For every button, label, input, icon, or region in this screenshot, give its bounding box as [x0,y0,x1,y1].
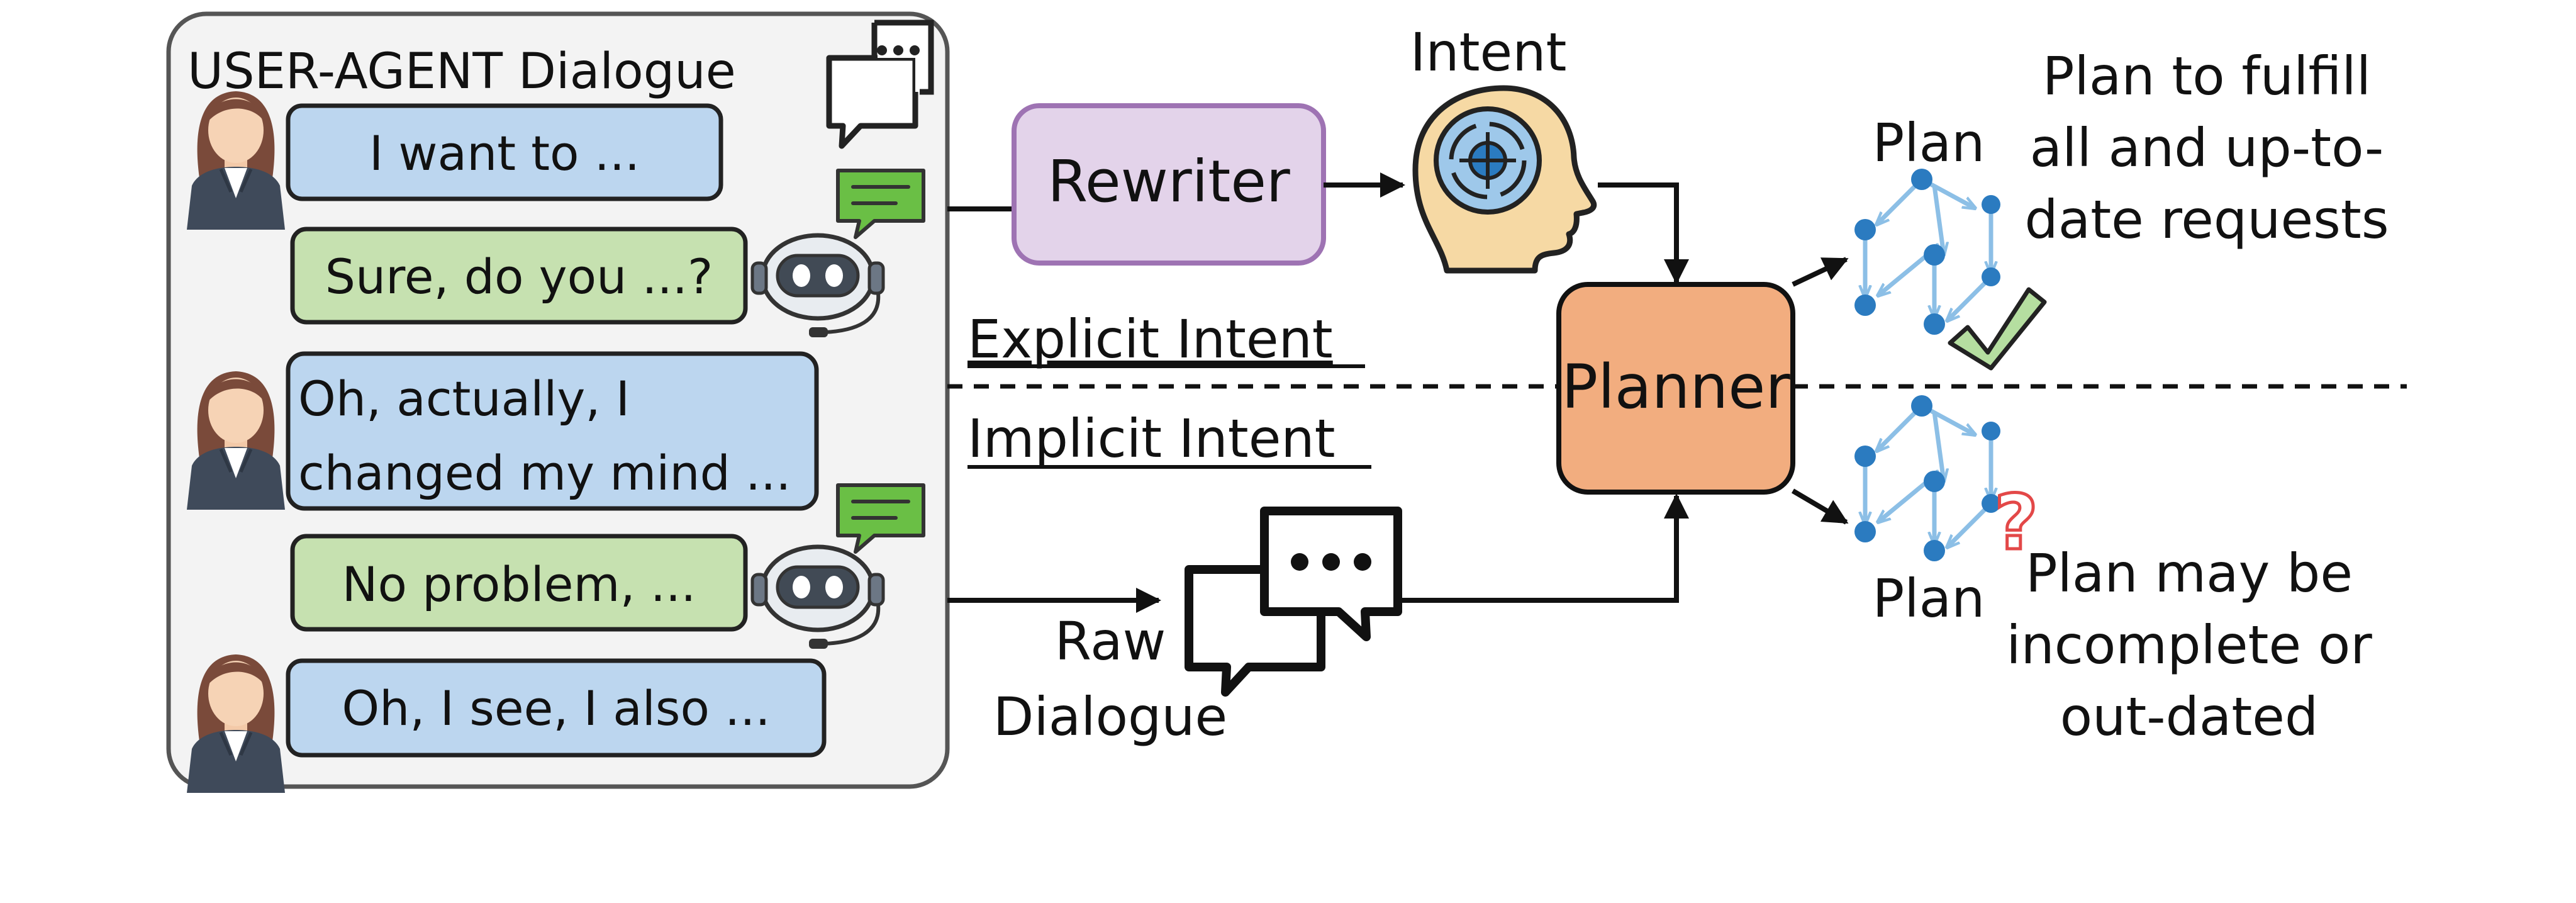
bad-plan-text-line-1: Plan may be [2026,542,2353,604]
bad-plan-text-line-2: incomplete or [2006,614,2372,676]
user-message-2-line-2: changed my mind ... [298,445,791,501]
implicit-intent-label: Implicit Intent [967,408,1335,469]
good-plan-text-line-3: date requests [2024,189,2389,250]
plan-graph-icon [1854,395,2000,561]
user-message-bubble [286,103,723,201]
planner-to-bad-plan-arrow [1791,488,1849,525]
dialogue-title: USER-AGENT Dialogue [187,43,736,100]
raw-to-planner-arrow [1400,493,1689,603]
agent-message-2: No problem, ... [342,556,696,612]
intent-label: Intent [1410,21,1567,83]
user-message-1: I want to ... [369,125,640,181]
raw-dialogue-chat-icon [1185,507,1402,697]
plan-bottom-label: Plan [1873,568,1985,629]
user-message-3: Oh, I see, I also ... [342,680,770,736]
plan-graph-icon [1854,169,2000,335]
question-mark-icon: ? [1993,478,2040,569]
check-mark-icon [1948,287,2047,371]
user-message-bubble [286,658,827,758]
head-target-icon [1412,85,1597,274]
bad-plan-text-line-3: out-dated [2060,686,2319,748]
raw-dialogue-label-line-2: Dialogue [993,686,1227,748]
explicit-intent-label: Explicit Intent [967,308,1333,370]
plan-top-label: Plan [1873,112,1985,174]
agent-message-1: Sure, do you ...? [325,249,713,305]
planner-to-good-plan-arrow [1792,257,1849,287]
good-plan-text-line-2: all and up-to- [2030,117,2384,179]
planner-box [1556,282,1795,495]
user-message-bubble [286,351,819,511]
rewriter-label: Rewriter [1047,148,1290,215]
intent-to-planner-arrow [1598,182,1689,284]
good-plan-text-line-1: Plan to fulfill [2043,45,2371,107]
user-message-2-line-1: Oh, actually, I [298,371,630,427]
svg-text:?: ? [1994,480,2038,567]
planner-label: Planner [1561,352,1790,422]
agent-message-bubble [290,227,748,325]
chat-bubble-icon [826,20,934,149]
raw-dialogue-label-line-1: Raw [1055,610,1166,672]
agent-message-bubble [290,534,748,632]
